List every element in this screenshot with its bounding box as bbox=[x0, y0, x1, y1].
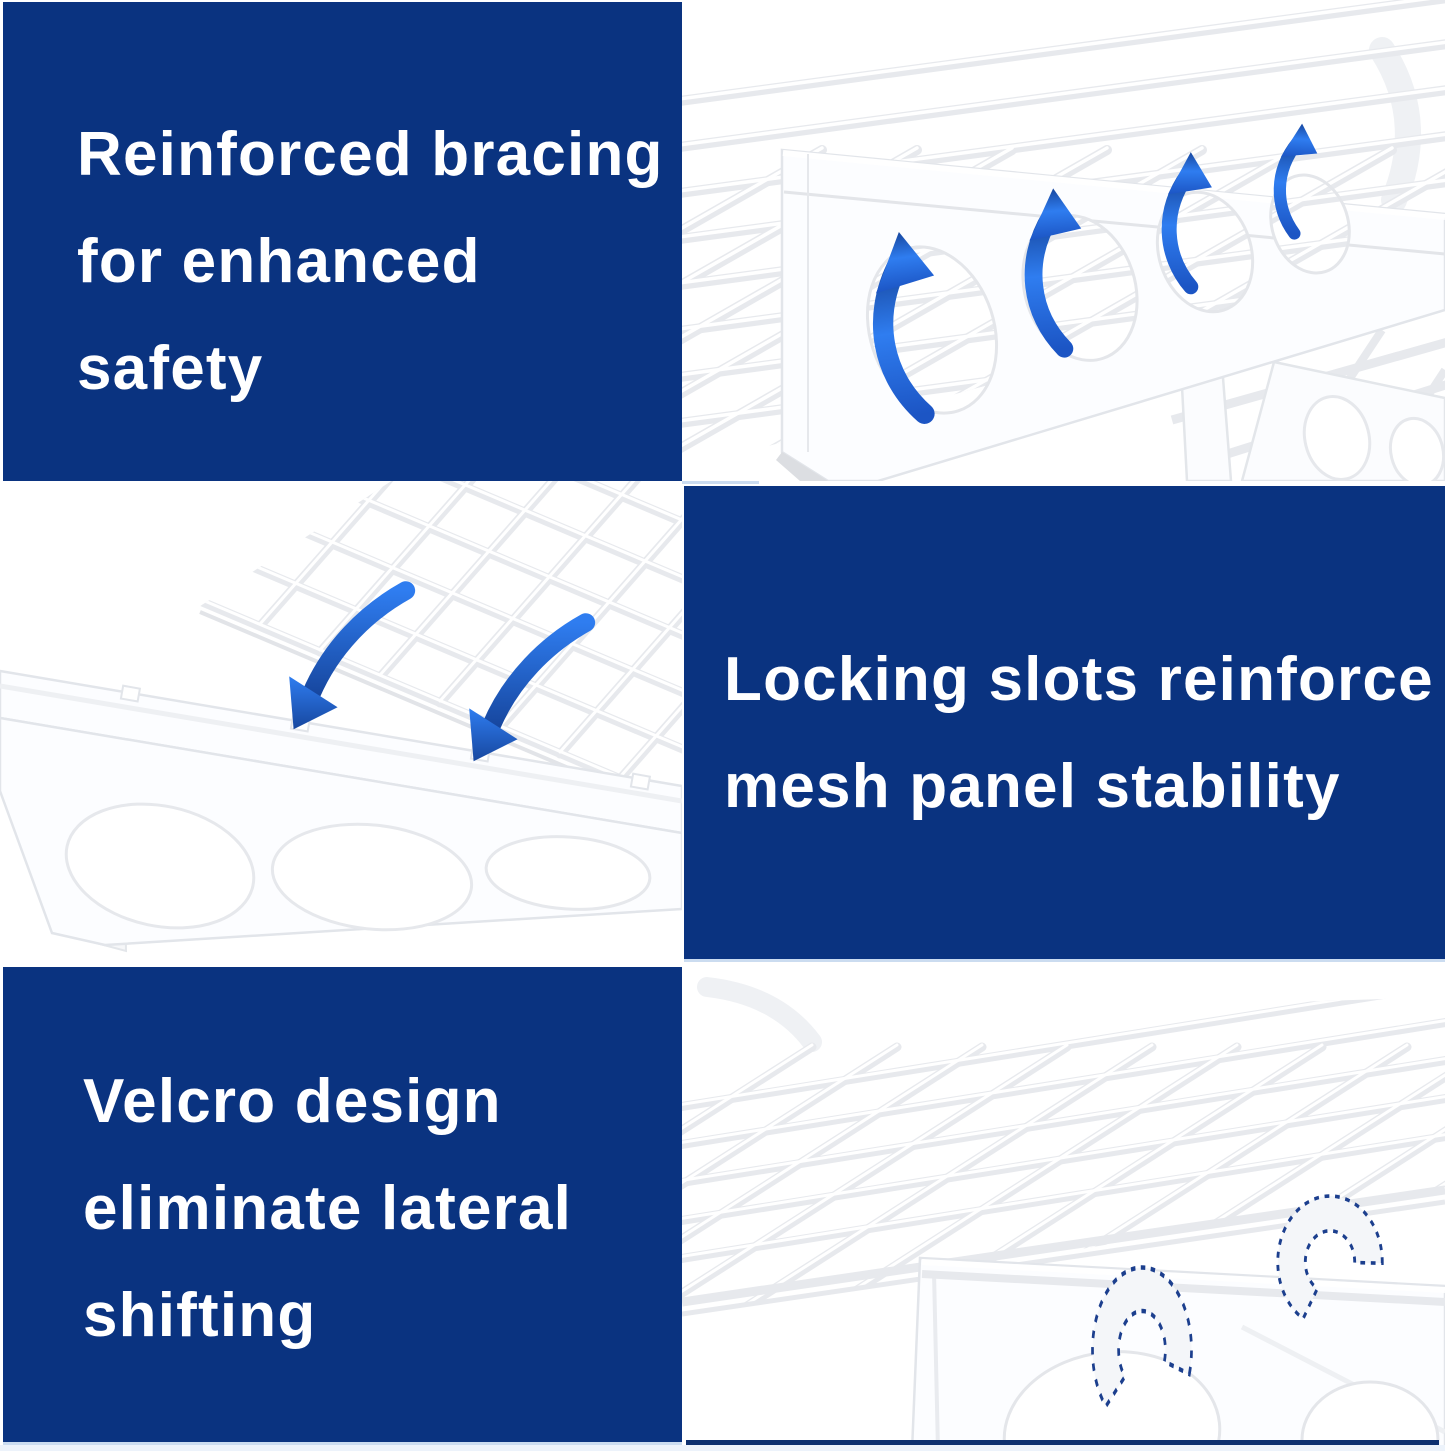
bottom-rule bbox=[686, 1440, 1439, 1447]
shelf-side-wire bbox=[921, 1270, 1445, 1306]
locking-slot bbox=[629, 772, 652, 791]
feature-panel-velcro-design: Velcro design eliminate lateral shifting bbox=[3, 967, 760, 1442]
feature-line: Velcro design bbox=[83, 1067, 502, 1136]
wall-bracket bbox=[776, 148, 1445, 481]
feature-panel-locking-slots: Locking slots reinforce mesh panel stabi… bbox=[684, 486, 1445, 959]
locking-slot bbox=[119, 684, 142, 703]
feature-line: shifting bbox=[83, 1281, 317, 1350]
feature-line: eliminate lateral bbox=[83, 1174, 573, 1243]
soft-shadow bbox=[1369, 37, 1421, 213]
feature-line: mesh panel stability bbox=[724, 751, 1341, 821]
soft-shadow bbox=[697, 977, 822, 1052]
feature-text: Locking slots reinforce mesh panel stabi… bbox=[724, 626, 1445, 840]
bracket-rail bbox=[0, 669, 682, 947]
locking-slots-illustration bbox=[0, 481, 682, 953]
bracket-airflow-illustration bbox=[682, 0, 1445, 481]
velcro-straps-illustration bbox=[682, 977, 1445, 1451]
feature-line: safety bbox=[77, 334, 264, 403]
photo-velcro-straps bbox=[682, 962, 1445, 1451]
feature-line: Reinforced bracing bbox=[77, 120, 664, 189]
photo-bracket-cutouts bbox=[682, 0, 1445, 481]
feature-text: Reinforced bracing for enhanced safety bbox=[77, 101, 756, 422]
feature-text: Velcro design eliminate lateral shifting bbox=[83, 1048, 760, 1369]
feature-line: for enhanced bbox=[77, 227, 481, 296]
photo-locking-slots bbox=[0, 481, 682, 962]
bottom-light-strip bbox=[0, 1445, 1445, 1451]
feature-line: Locking slots reinforce bbox=[724, 644, 1434, 714]
feature-panel-reinforced-bracing: Reinforced bracing for enhanced safety bbox=[3, 2, 759, 481]
